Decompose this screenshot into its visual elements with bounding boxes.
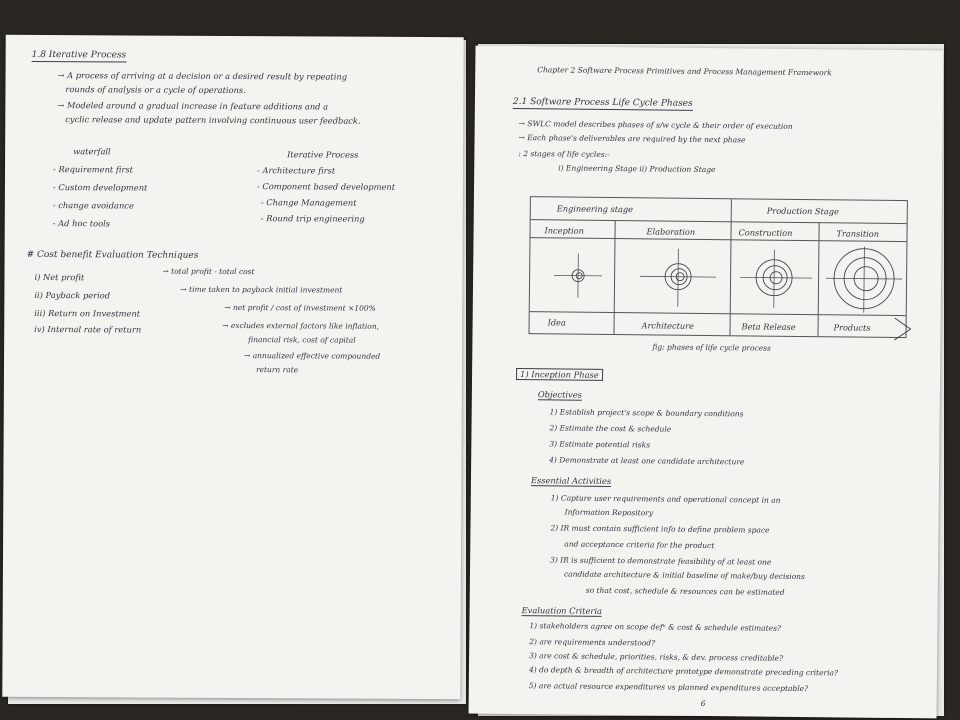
waterfall-item: - Ad hoc tools xyxy=(52,218,111,229)
figure-caption: fig: phases of life cycle process xyxy=(652,342,771,353)
life-cycle-phases-table: Engineering stage Production Stage Incep… xyxy=(528,196,908,339)
cost-definition: → total profit - total cost xyxy=(162,266,255,277)
chapter-header: Chapter 2 Software Process Primitives an… xyxy=(537,65,832,78)
bullet-line: → A process of arriving at a decision or… xyxy=(57,70,348,82)
milestone-beta-release: Beta Release xyxy=(741,321,796,332)
waterfall-item: - Custom development xyxy=(52,182,148,193)
phase-transition: Transition xyxy=(836,228,880,239)
inception-spiral-icon xyxy=(554,253,603,298)
waterfall-item: - Requirement first xyxy=(53,164,134,175)
milestone-idea: Idea xyxy=(547,317,566,328)
intro-line: → Each phase's deliverables are required… xyxy=(518,133,746,145)
activity-line: candidate architecture & initial baselin… xyxy=(563,569,805,582)
transition-spiral-icon xyxy=(826,246,903,313)
objective-item: 4) Demonstrate at least one candidate ar… xyxy=(549,455,745,467)
cost-term: iii) Return on Investment xyxy=(34,307,141,319)
iterative-item: - Component based development xyxy=(256,181,396,192)
waterfall-header: waterfall xyxy=(73,146,111,157)
inception-phase-heading: 1) Inception Phase xyxy=(516,368,603,382)
iterative-item: - Architecture first xyxy=(257,165,336,176)
bullet-line: → Modeled around a gradual increase in f… xyxy=(57,100,329,112)
cost-definition: return rate xyxy=(255,365,299,375)
milestone-architecture: Architecture xyxy=(641,320,694,331)
right-notebook-page: Chapter 2 Software Process Primitives an… xyxy=(468,45,944,719)
phase-construction: Construction xyxy=(738,227,793,238)
criteria-item: 1) stakeholders agree on scope defⁿ & co… xyxy=(529,621,782,633)
engineering-stage-label: Engineering stage xyxy=(556,203,634,215)
cost-definition: → net profit / cost of investment ×100% xyxy=(224,302,376,313)
phase-inception: Inception xyxy=(544,225,584,236)
objective-item: 2) Estimate the cost & schedule xyxy=(549,423,672,434)
iterative-process-heading: 1.8 Iterative Process xyxy=(31,49,127,63)
milestone-products: Products xyxy=(833,322,871,333)
phase-elaboration: Elaboration xyxy=(646,226,696,237)
cost-definition: financial risk, cost of capital xyxy=(248,335,356,345)
cost-term: iv) Internal rate of return xyxy=(34,323,142,335)
cost-definition: → excludes external factors like inflati… xyxy=(222,320,380,331)
cost-term: i) Net profit xyxy=(34,271,85,283)
iterative-item: - Round trip engineering xyxy=(260,213,365,224)
criteria-item: 2) are requirements understood? xyxy=(529,637,656,648)
activity-line: 2) IR must contain sufficient info to de… xyxy=(550,523,770,535)
criteria-item: 3) are cost & schedule, priorities, risk… xyxy=(529,651,784,663)
iterative-item: - Change Management xyxy=(260,197,357,208)
activity-line: 1) Capture user requirements and operati… xyxy=(550,493,781,505)
timeline-arrow-icon xyxy=(894,317,912,341)
objective-item: 3) Estimate potential risks xyxy=(549,439,651,450)
evaluation-criteria-heading: Evaluation Criteria xyxy=(521,605,603,618)
intro-line: → SWLC model describes phases of s/w cyc… xyxy=(518,119,793,131)
left-notebook-page: 1.8 Iterative Process → A process of arr… xyxy=(2,34,464,700)
waterfall-item: - change avoidance xyxy=(52,200,134,211)
section-heading: 2.1 Software Process Life Cycle Phases xyxy=(512,96,693,111)
objective-item: 1) Establish project's scope & boundary … xyxy=(549,407,744,419)
iterative-header: Iterative Process xyxy=(287,149,359,160)
essential-activities-heading: Essential Activities xyxy=(530,475,612,488)
cost-term: ii) Payback period xyxy=(34,289,111,301)
activity-line: 3) IR is sufficient to demonstrate feasi… xyxy=(550,555,772,567)
cost-definition: → annualized effective compounded xyxy=(244,351,381,361)
bullet-line: rounds of analysis or a cycle of operati… xyxy=(65,84,246,96)
intro-line: : 2 stages of life cycles:- xyxy=(518,149,610,159)
production-stage-label: Production Stage xyxy=(766,205,839,217)
criteria-item: 5) are actual resource expenditures vs p… xyxy=(528,681,809,694)
activity-line: Information Repository xyxy=(564,507,654,518)
cost-definition: → time taken to payback initial investme… xyxy=(180,284,343,295)
bullet-line: cyclic release and update pattern involv… xyxy=(65,114,361,126)
page-number: 6 xyxy=(700,698,706,709)
activity-line: and acceptance criteria for the product xyxy=(564,539,715,551)
cost-benefit-heading: # Cost benefit Evaluation Techniques xyxy=(26,249,199,261)
construction-spiral-icon xyxy=(740,249,813,308)
activity-line: so that cost, schedule & resources can b… xyxy=(585,585,785,597)
stage-list: i) Engineering Stage ii) Production Stag… xyxy=(558,163,716,175)
criteria-item: 4) do depth & breadth of architecture pr… xyxy=(528,665,839,678)
elaboration-spiral-icon xyxy=(640,248,717,307)
objectives-heading: Objectives xyxy=(537,389,583,401)
